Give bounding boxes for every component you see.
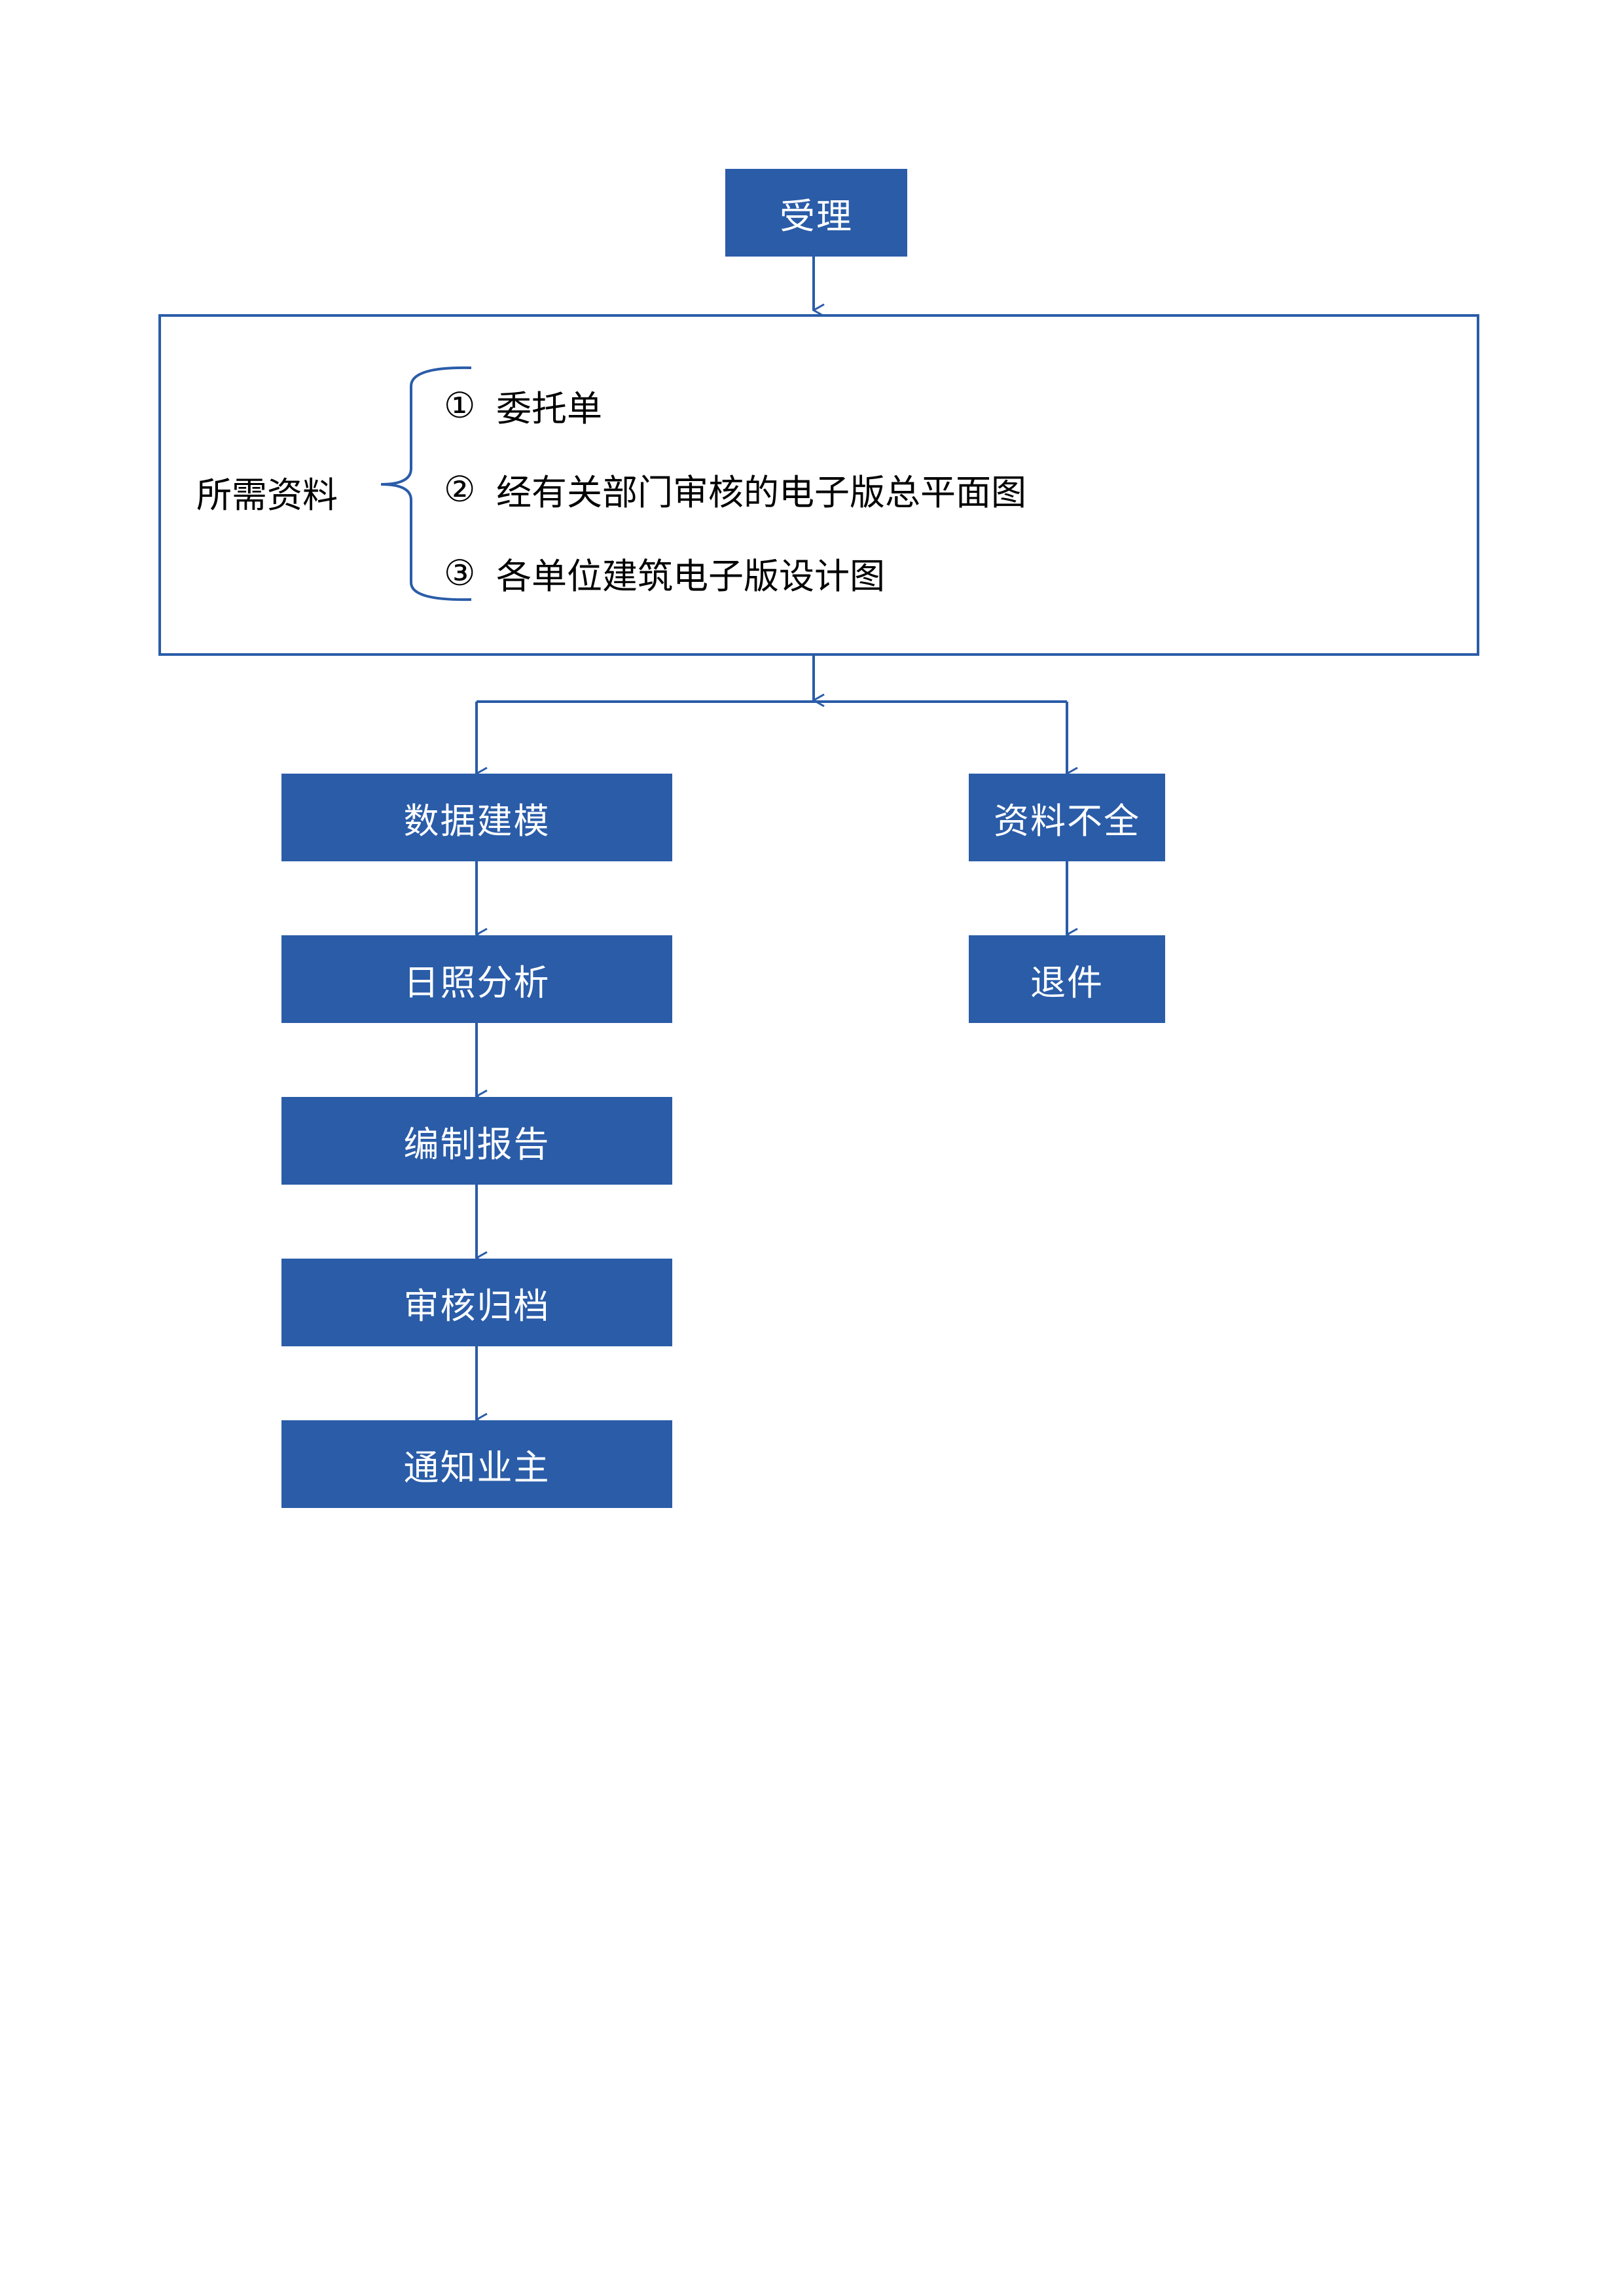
step-notify-owner: 通知业主 xyxy=(281,1420,672,1508)
step-label: 退件 xyxy=(1030,961,1104,1003)
step-label: 编制报告 xyxy=(403,1123,550,1165)
brace xyxy=(380,366,472,601)
start-label: 受理 xyxy=(780,195,853,237)
step-review-archive: 审核归档 xyxy=(281,1259,672,1346)
requirement-number: ① xyxy=(444,385,476,426)
step-incomplete-materials: 资料不全 xyxy=(969,774,1165,861)
step-label: 日照分析 xyxy=(403,961,550,1003)
requirements-label: 所需资料 xyxy=(196,475,338,516)
start-box: 受理 xyxy=(725,169,907,257)
requirement-item: ② 经有关部门审核的电子版总平面图 xyxy=(444,463,1026,515)
step-label: 数据建模 xyxy=(403,800,550,842)
requirement-text: 委托单 xyxy=(496,388,602,429)
step-label: 通知业主 xyxy=(403,1446,550,1488)
requirement-text: 各单位建筑电子版设计图 xyxy=(496,556,885,597)
step-sunlight-analysis: 日照分析 xyxy=(281,935,672,1023)
requirement-number: ② xyxy=(444,469,476,510)
requirement-text: 经有关部门审核的电子版总平面图 xyxy=(496,472,1026,513)
step-label: 资料不全 xyxy=(994,800,1140,842)
step-label: 审核归档 xyxy=(403,1285,550,1327)
requirement-item: ③ 各单位建筑电子版设计图 xyxy=(444,547,885,599)
requirements-frame xyxy=(158,314,1479,656)
requirement-number: ③ xyxy=(444,552,476,594)
step-data-modeling: 数据建模 xyxy=(281,774,672,861)
step-return: 退件 xyxy=(969,935,1165,1023)
requirement-item: ① 委托单 xyxy=(444,380,602,431)
step-report: 编制报告 xyxy=(281,1097,672,1185)
